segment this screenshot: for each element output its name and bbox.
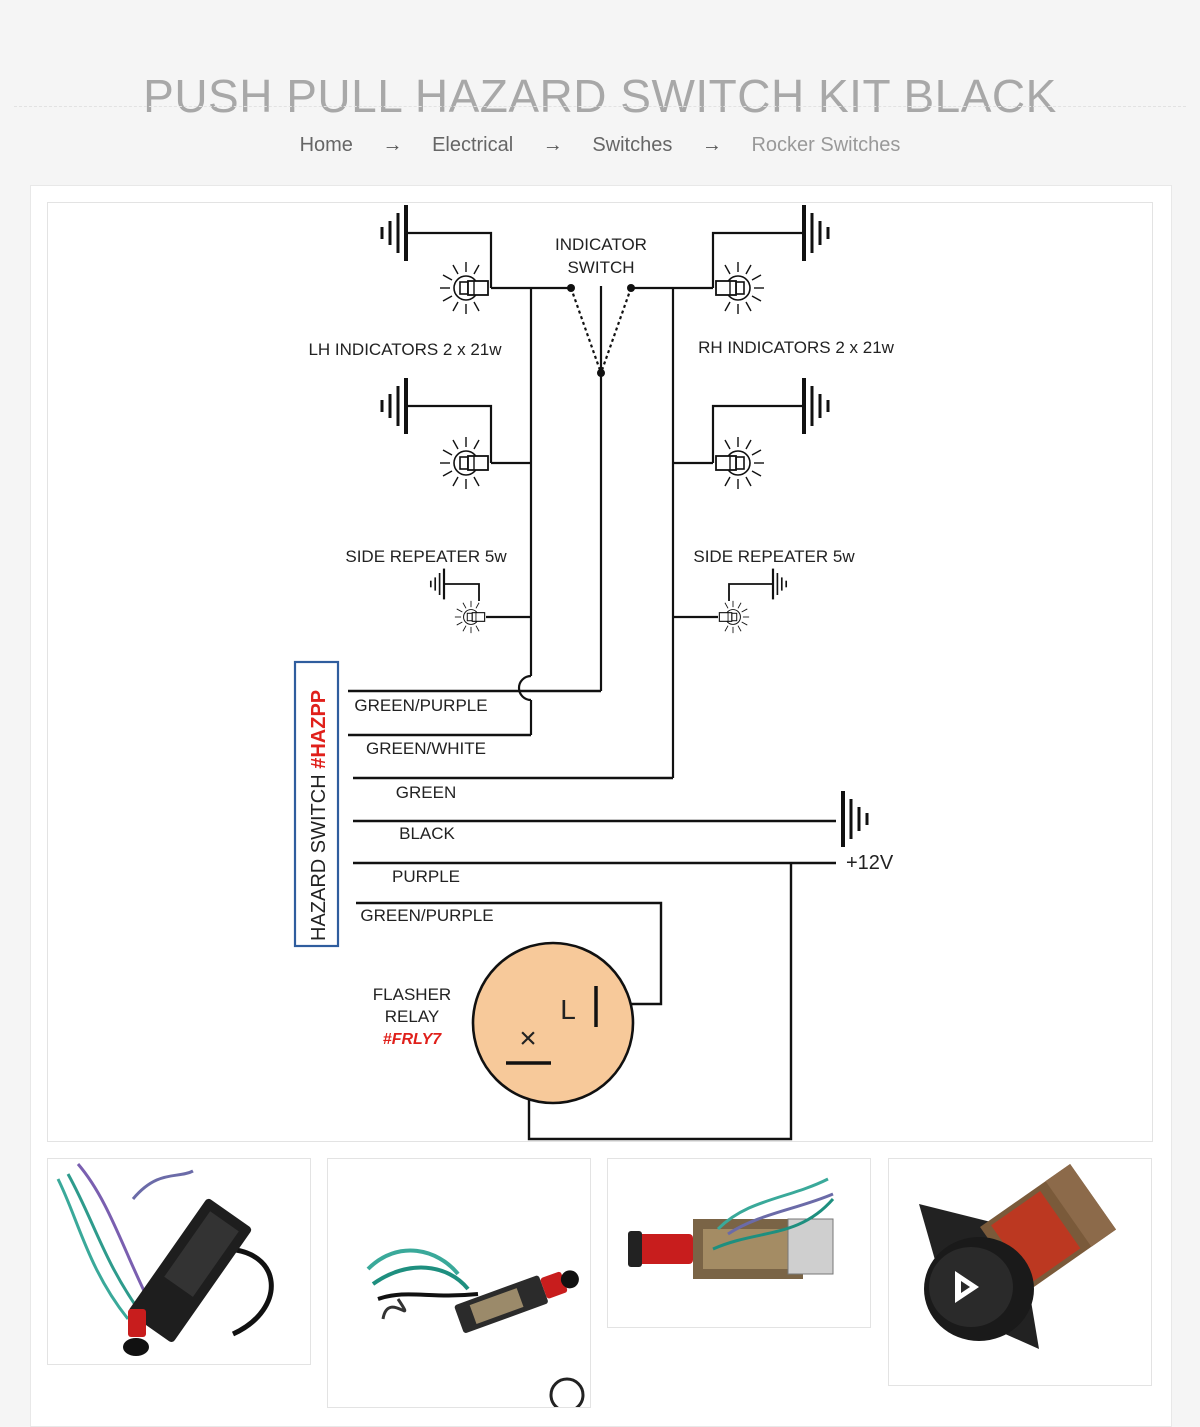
product-thumbnail-3[interactable]	[607, 1158, 871, 1328]
flasher-relay-code: #FRLY7	[383, 1031, 442, 1048]
breadcrumb-electrical[interactable]: Electrical	[432, 134, 514, 156]
page-title: PUSH PULL HAZARD SWITCH KIT BLACK	[143, 69, 1057, 122]
positive-12v-label: +12V	[846, 852, 894, 874]
side-repeater-left	[429, 567, 531, 634]
indicator-switch-label: INDICATOR	[555, 235, 647, 254]
side-repeater-right	[673, 567, 788, 634]
breadcrumb-arrow-icon: →	[542, 134, 563, 156]
hazard-switch-box	[293, 660, 340, 948]
breadcrumb-current: Rocker Switches	[751, 134, 901, 156]
wire-label: BLACK	[399, 824, 455, 843]
rh-indicators-label: RH INDICATORS 2 x 21w	[698, 338, 895, 357]
switch-kit-photo-icon	[628, 1177, 835, 1279]
switch-kit-photo-icon	[366, 1248, 585, 1407]
breadcrumb-switches[interactable]: Switches	[592, 134, 673, 156]
product-thumbnail-2[interactable]	[327, 1158, 591, 1408]
breadcrumb-home[interactable]: Home	[299, 134, 353, 156]
wire-label: GREEN/PURPLE	[360, 906, 493, 925]
switch-kit-photo-icon	[56, 1163, 274, 1356]
indicator-switch	[491, 286, 713, 778]
flasher-relay-label: FLASHER	[373, 985, 451, 1004]
rh-indicator-top	[711, 203, 830, 315]
wire-label: GREEN	[396, 783, 456, 802]
breadcrumb-arrow-icon: →	[382, 134, 403, 156]
wire-label: GREEN/PURPLE	[354, 696, 487, 715]
side-repeater-right-label: SIDE REPEATER 5w	[693, 547, 855, 566]
breadcrumb: Home → Electrical → Switches → Rocker Sw…	[0, 134, 1200, 157]
flasher-relay-body	[471, 941, 635, 1105]
wire-label: GREEN/WHITE	[366, 739, 486, 758]
lh-indicator-bottom	[380, 376, 493, 490]
switch-kit-photo-icon	[919, 1163, 1117, 1349]
title-divider	[14, 106, 1186, 107]
hazard-switch-label: HAZARD SWITCH #HAZPP	[308, 690, 330, 941]
relay-x-terminal: ×	[519, 1022, 537, 1055]
wire-label: PURPLE	[392, 867, 460, 886]
product-thumbnail-1[interactable]	[47, 1158, 311, 1365]
rh-indicator-bottom	[711, 376, 830, 490]
flasher-relay-label: RELAY	[385, 1007, 440, 1026]
lh-indicators-label: LH INDICATORS 2 x 21w	[308, 340, 502, 359]
product-page: PUSH PULL HAZARD SWITCH KIT BLACK Home →…	[0, 69, 1200, 1427]
indicator-switch-label: SWITCH	[567, 258, 634, 277]
breadcrumb-arrow-icon: →	[701, 134, 722, 156]
product-thumbnail-4[interactable]	[888, 1158, 1152, 1386]
main-product-image[interactable]: HAZARD SWITCH #HAZPP INDICATOR SWITCH LH…	[47, 202, 1153, 1142]
lh-indicator-top	[380, 203, 493, 315]
relay-l-terminal: L	[560, 994, 576, 1025]
wiring-diagram: HAZARD SWITCH #HAZPP INDICATOR SWITCH LH…	[293, 203, 895, 1141]
side-repeater-left-label: SIDE REPEATER 5w	[345, 547, 507, 566]
